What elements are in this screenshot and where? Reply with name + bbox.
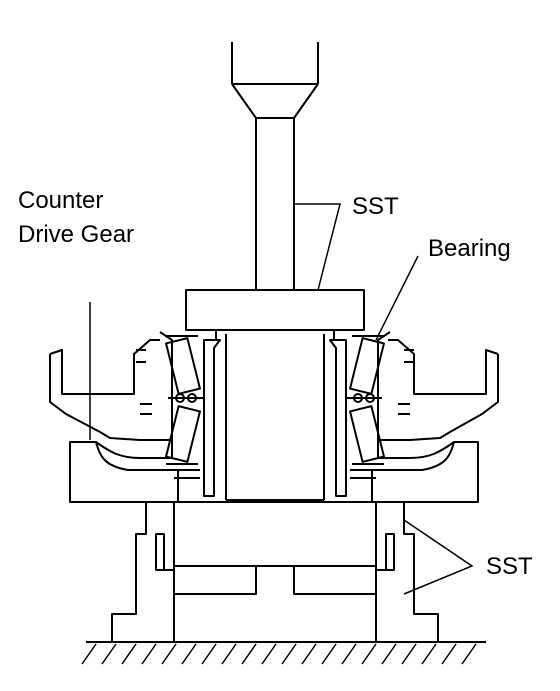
leader-sst-bottom (403, 519, 474, 595)
press-ram (231, 42, 319, 290)
counter-drive-gear (49, 331, 499, 503)
label-counter-drive-gear-line2: Drive Gear (18, 221, 134, 248)
sst-sleeve (174, 330, 376, 501)
bearing-left (165, 335, 204, 465)
label-bearing: Bearing (428, 235, 511, 262)
label-sst-bottom: SST (486, 553, 533, 580)
bearing-right (346, 335, 385, 465)
sst-support (111, 501, 439, 643)
label-counter-drive-gear-line1: Counter (18, 187, 103, 214)
leader-sst-top (294, 203, 341, 291)
label-sst-top: SST (352, 193, 399, 220)
sst-press-plate (185, 289, 365, 331)
ground-hatch (81, 643, 477, 665)
leader-bearing (375, 255, 419, 341)
